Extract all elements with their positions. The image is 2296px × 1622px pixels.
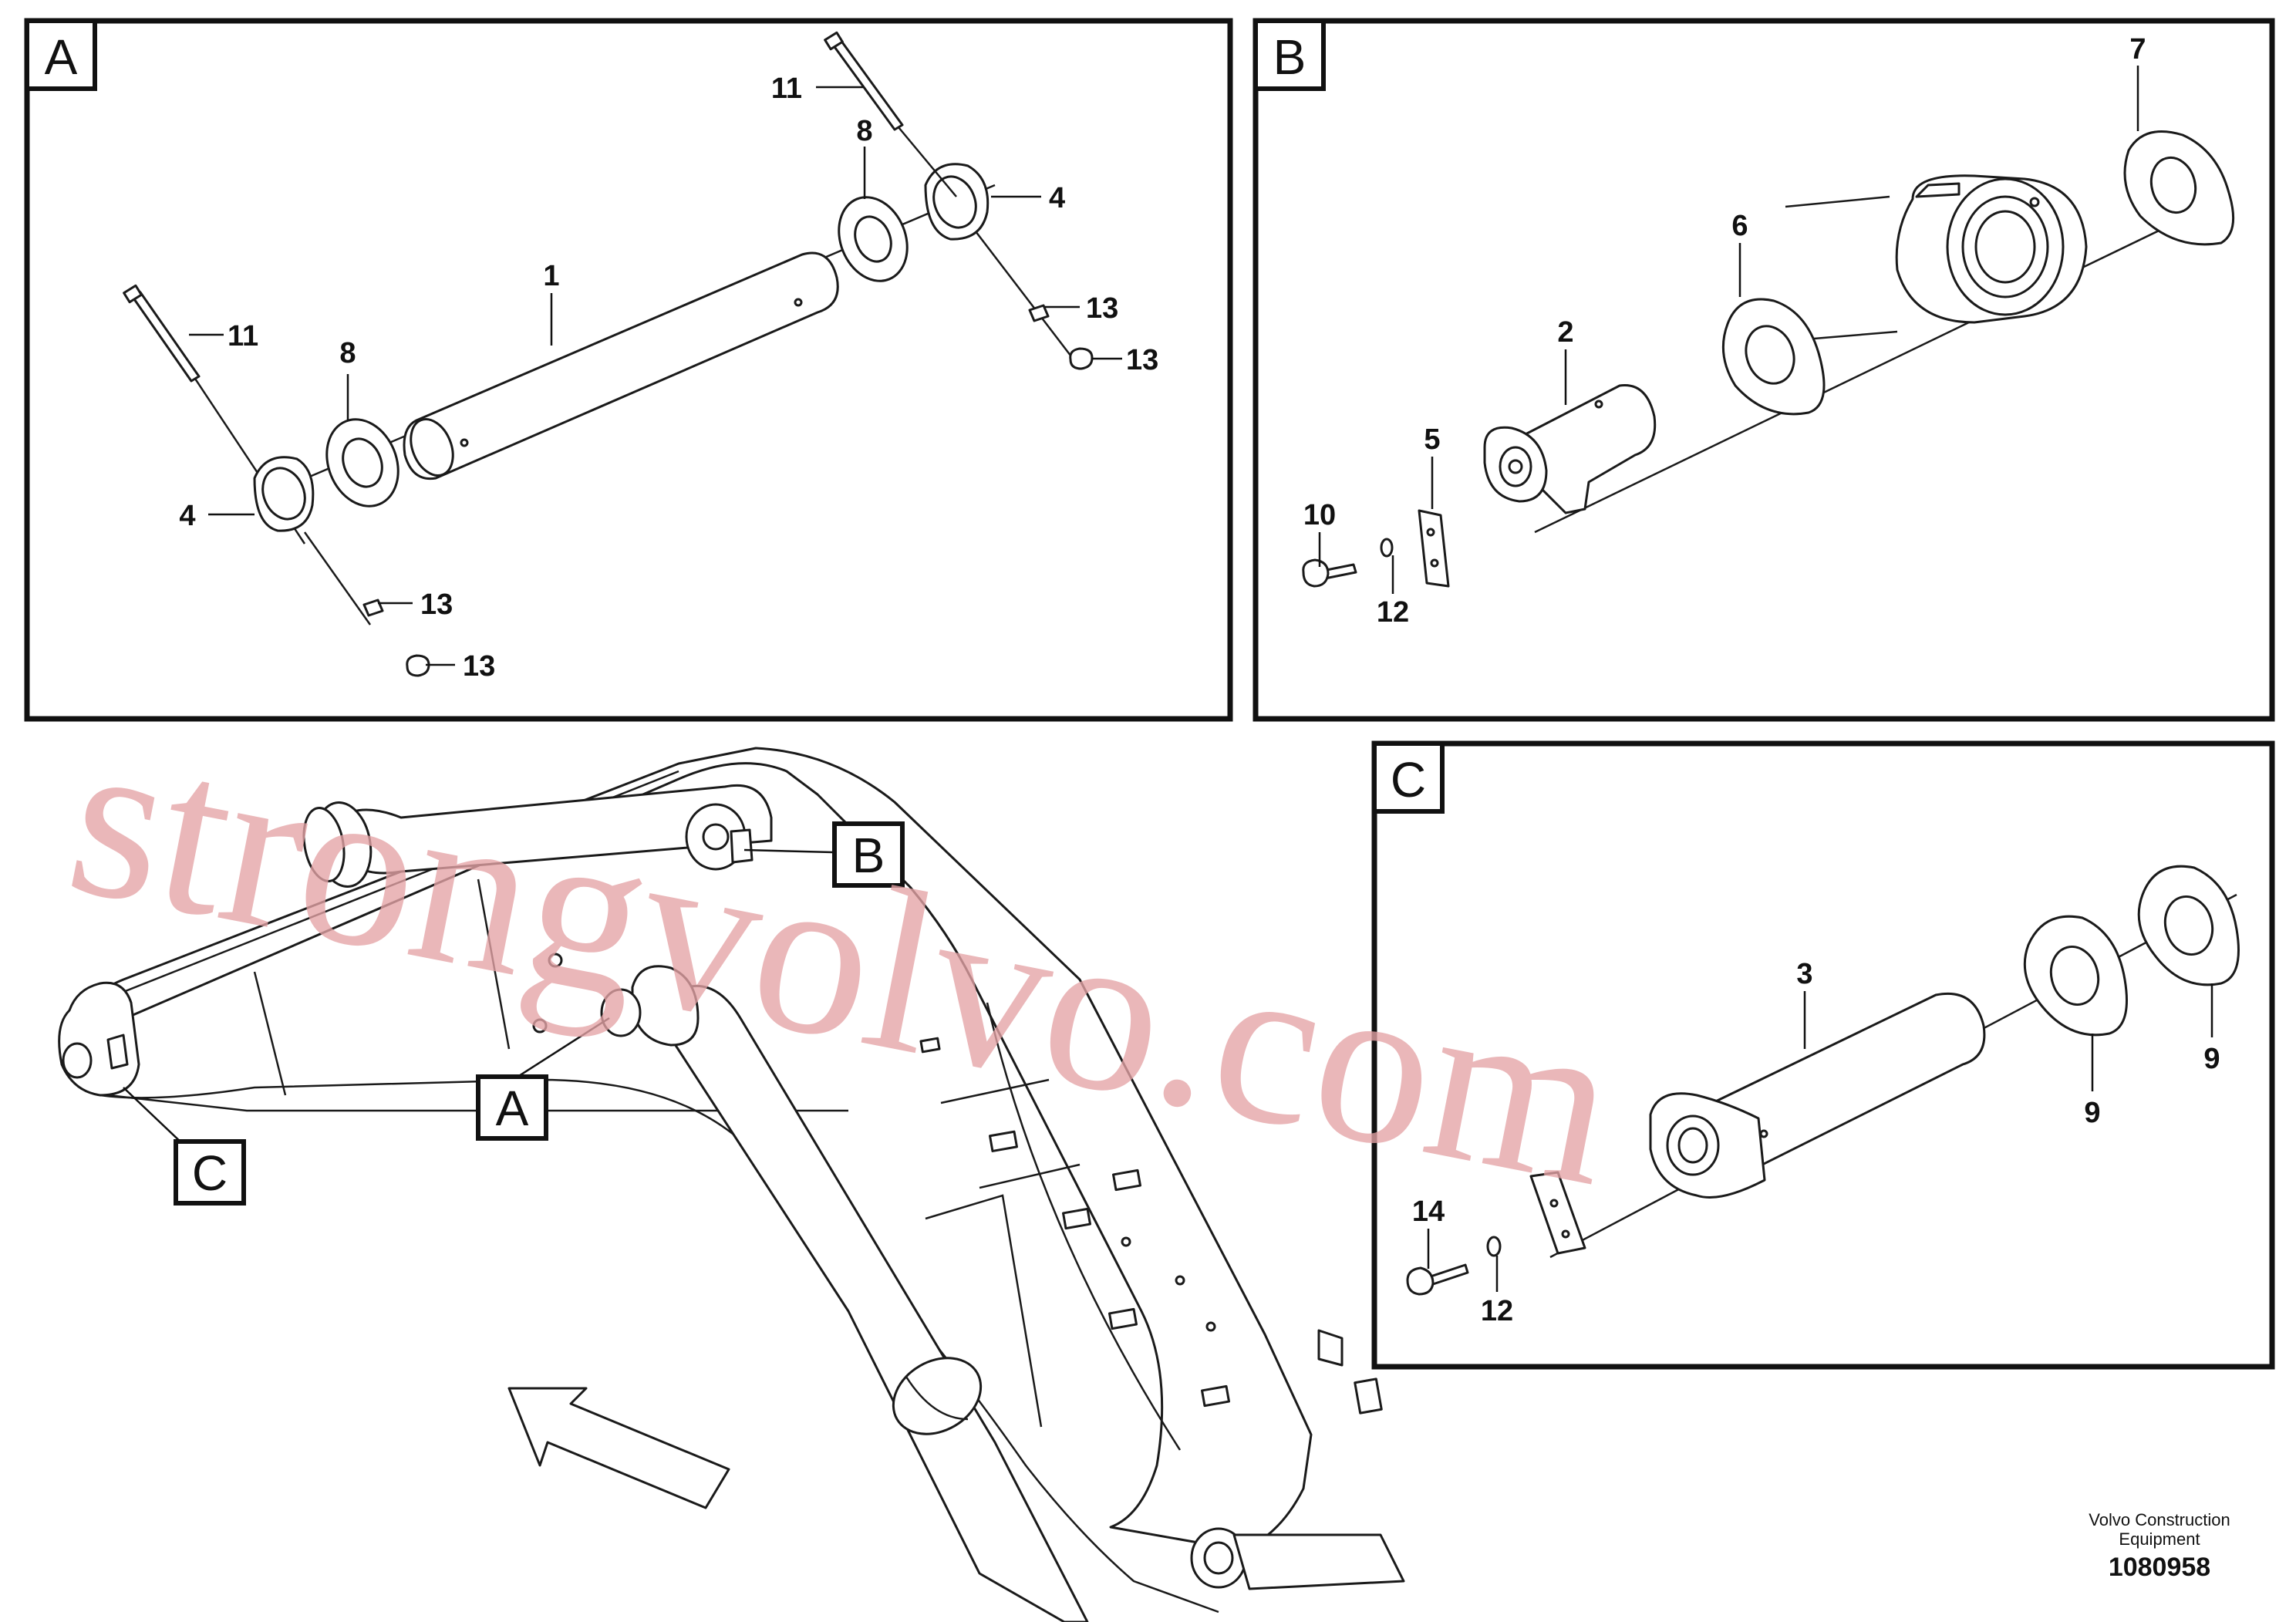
panel-b-lock-plate-5 [1418,509,1450,588]
callout-14: 14 [1412,1195,1445,1228]
callout-1: 1 [543,260,559,292]
callout-11: 11 [771,73,802,105]
callout-5: 5 [1424,423,1440,456]
panel-c-washer-9-left [2023,915,2128,1037]
panel-b-pin-2 [1483,384,1657,514]
panel-b-tag-box [1253,19,1326,91]
footer-brand-line1: Volvo Construction [2089,1510,2230,1529]
callout-8: 8 [339,337,356,369]
panel-a-frame [24,18,1233,722]
callout-12: 12 [1377,596,1409,629]
overview-callout-a-box [476,1074,548,1141]
callout-10: 10 [1303,499,1336,531]
callout-13: 13 [420,588,453,621]
panel-c: C [1371,740,2275,1370]
arrow-icon [507,1387,730,1509]
callout-2: 2 [1557,316,1573,349]
callout-4: 4 [179,500,195,532]
callout-6: 6 [1731,210,1748,242]
callout-4: 4 [1049,182,1065,214]
overview-callout-c-box [174,1139,246,1206]
overview-callout-b: B [852,828,885,883]
panel-c-screw-14 [1406,1236,1502,1296]
panel-b-cylinder-end [1785,174,2088,341]
overview-boom [58,747,1405,1622]
panel-a-pin-1 [403,251,839,481]
footer-brand-line2: Equipment [2119,1529,2200,1549]
panel-c-tag: C [1391,752,1426,808]
callout-13: 13 [1126,344,1158,376]
callout-13: 13 [1086,292,1118,325]
callout-9: 9 [2203,1043,2220,1075]
callout-8: 8 [856,115,872,147]
overview-callouts: B A C [123,821,905,1206]
panel-b-axis-line [1534,199,2222,534]
callout-9: 9 [2084,1097,2100,1129]
panel-a-ring-4-left [253,456,372,626]
footer: Volvo Construction Equipment 1080958 [2089,1510,2230,1582]
drawing-number: 1080958 [2109,1553,2210,1582]
panel-a-nuts-13 [362,304,1094,677]
panel-c-lock-plate [1529,1171,1586,1255]
callout-12: 12 [1481,1295,1513,1327]
panel-a-bolt-right [824,31,957,197]
panel-b-washer-7 [2123,130,2235,246]
panel-b-screw-10 [1302,538,1394,588]
panel-c-pin-3 [1649,992,1986,1199]
panel-a-washer-8-right [838,196,909,282]
panel-a-tag-box [25,19,97,91]
panel-c-tag-box [1372,741,1445,814]
overview-callout-c: C [192,1145,228,1201]
overview-callout-a: A [496,1081,529,1136]
panel-b: B [1253,18,2275,722]
panel-b-tag: B [1273,29,1306,85]
panel-b-frame [1253,18,2275,722]
overview-callout-b-box [832,821,905,888]
panel-a-washer-8-left [325,418,400,508]
panel-b-washer-6 [1721,298,1826,416]
callout-7: 7 [2129,33,2146,66]
callout-11: 11 [228,320,258,352]
panel-a-tag: A [45,29,78,85]
panel-a: A [24,18,1233,722]
callout-3: 3 [1796,958,1812,990]
callout-13: 13 [463,650,495,683]
panel-c-washer-9-right [2137,865,2240,986]
panel-a-ring-4-right [924,163,1077,363]
panel-c-frame [1371,740,2275,1370]
